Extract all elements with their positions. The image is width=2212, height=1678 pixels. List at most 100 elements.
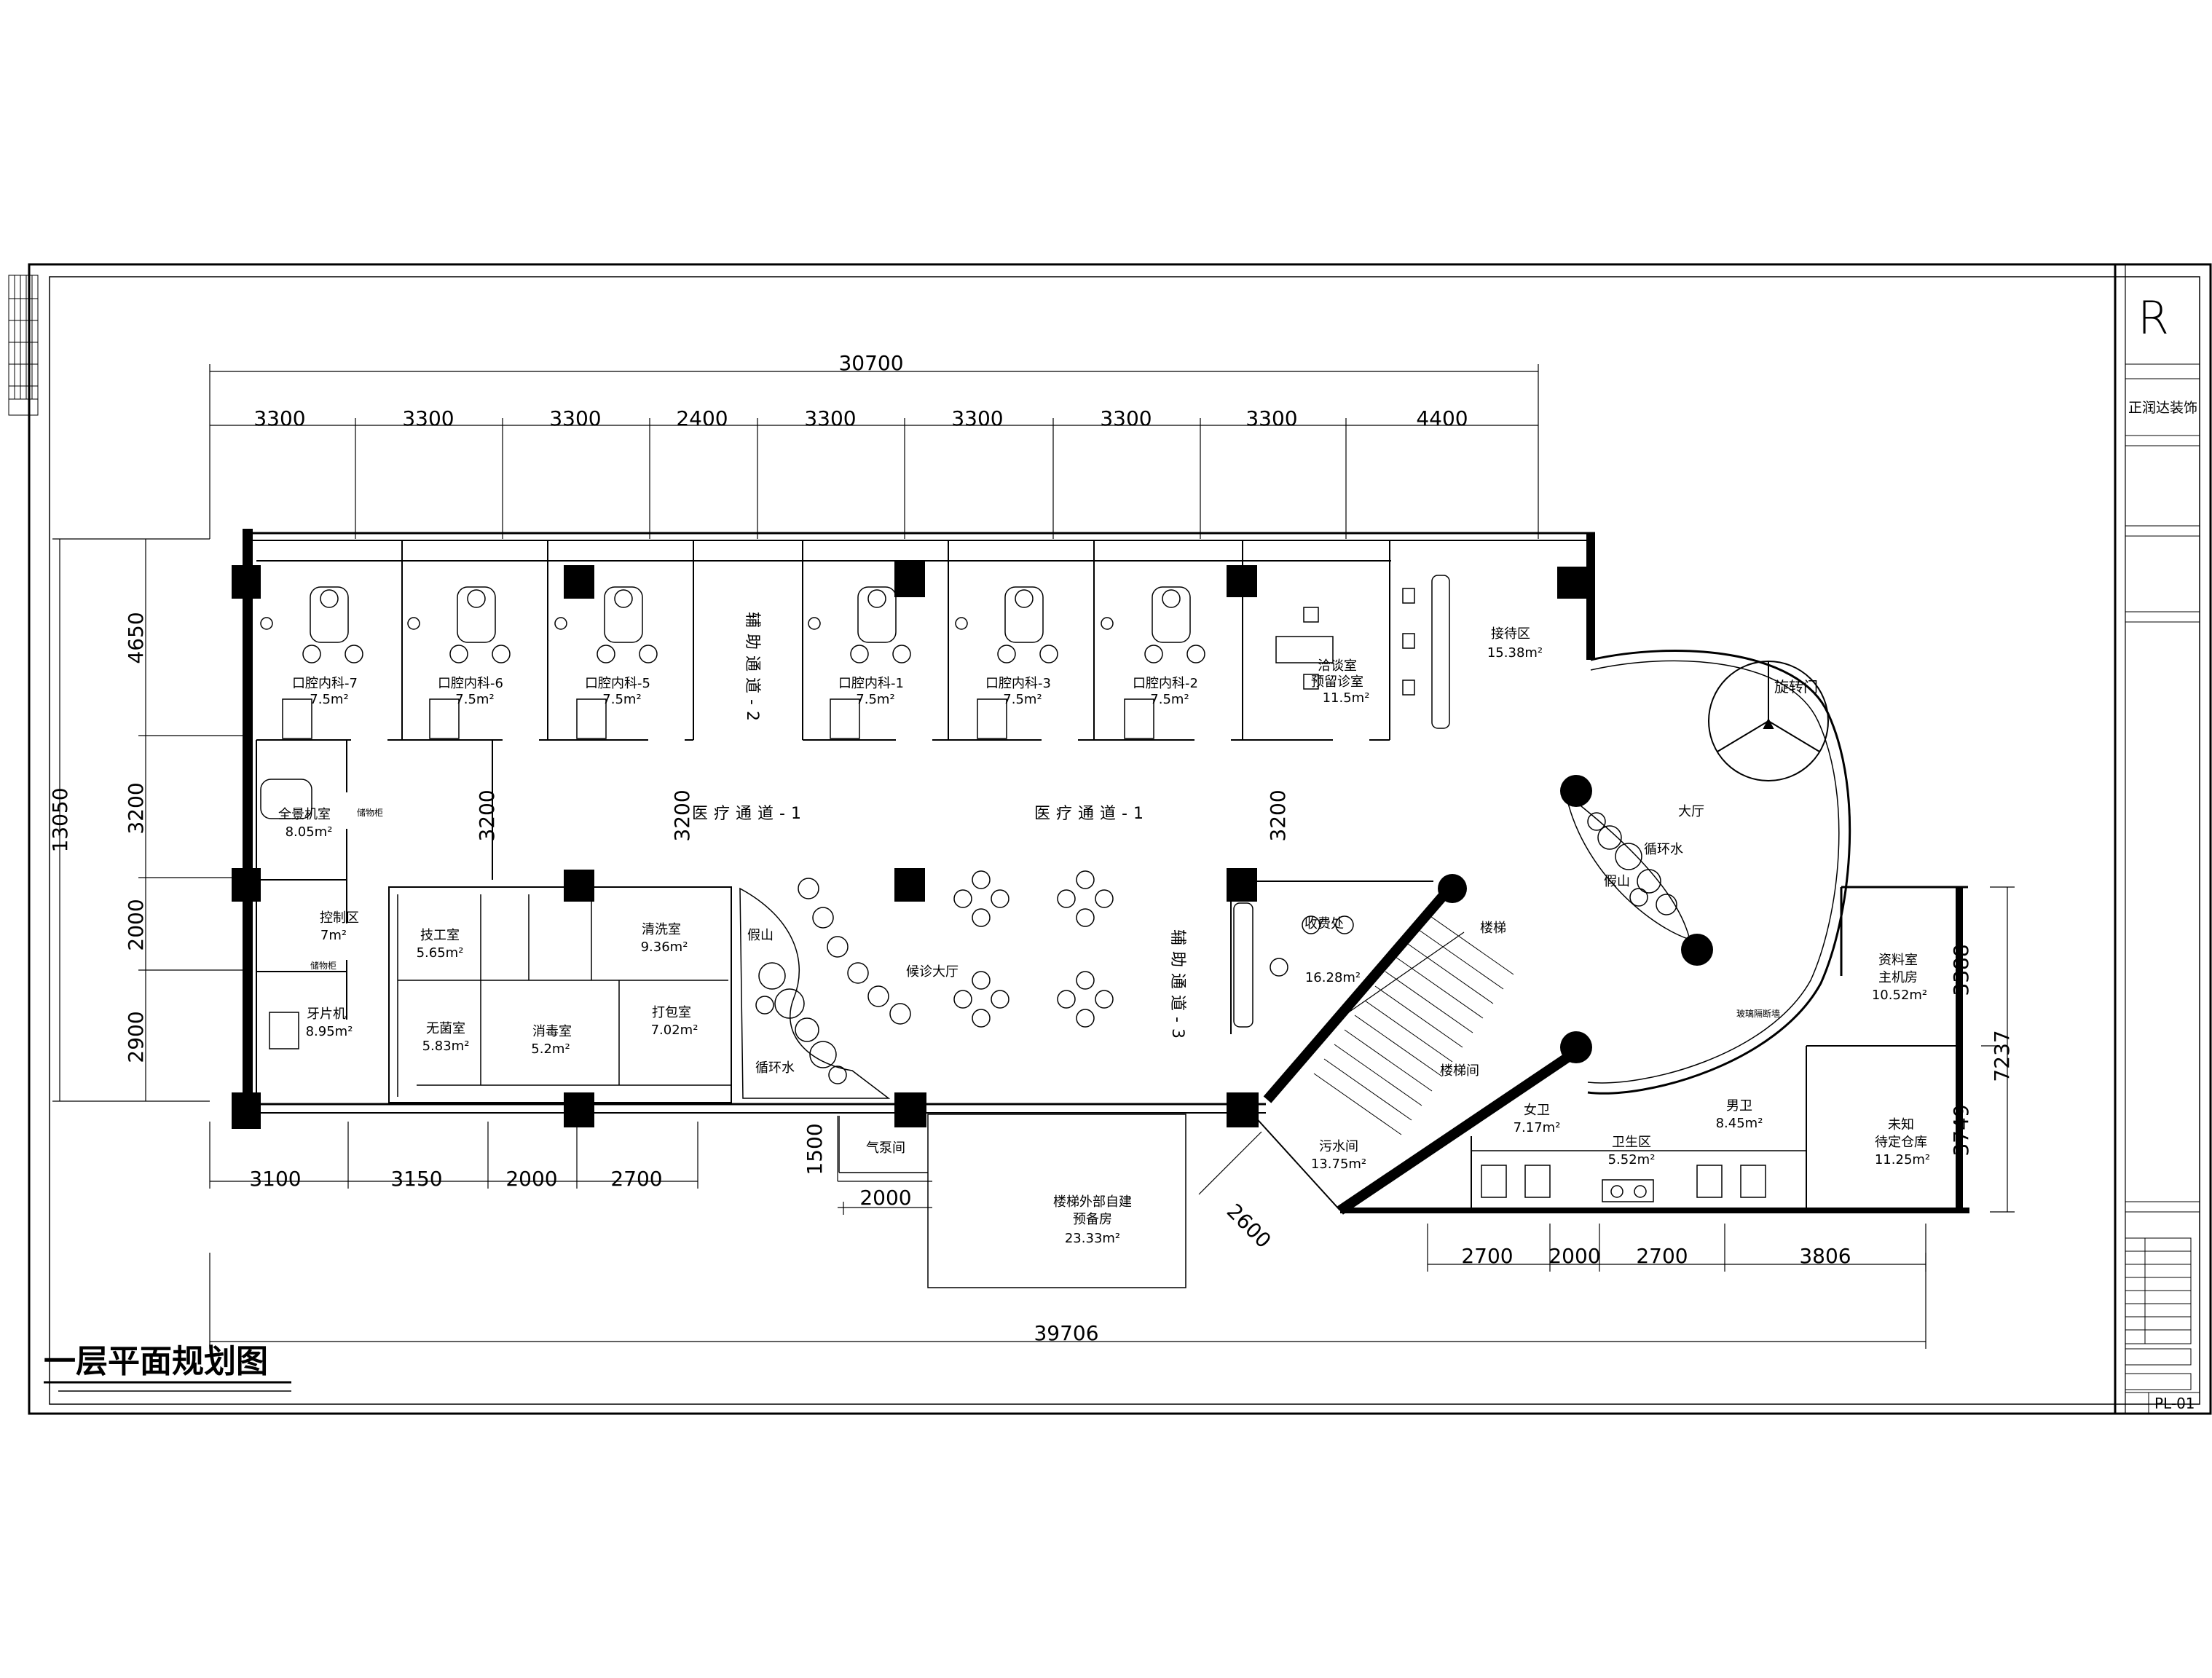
dim-top-7: 3300 (1100, 406, 1152, 430)
lobby-rockery (1564, 792, 1691, 941)
dim-top-4: 2400 (676, 406, 728, 430)
dim-air-w: 2000 (859, 1186, 911, 1210)
room-records-sub: 主机房 (1878, 970, 1918, 985)
small-notes: 储物柜 储物柜 玻璃隔断墙 (310, 807, 1780, 1019)
room-waiting-hall: 候诊大厅 (906, 964, 959, 980)
dim-right-total: 7237 (1990, 1030, 2014, 1082)
corridor-aux-3: 辅助通道-3 (1168, 929, 1186, 1044)
room-dental-1-area: 7.5m² (856, 692, 894, 707)
room-dental-7-area: 7.5m² (310, 692, 348, 707)
dim-diagonal: 2600 (1222, 1199, 1276, 1253)
room-female-wc: 女卫 (1524, 1103, 1550, 1118)
room-dental-3-area: 7.5m² (1003, 692, 1042, 707)
dim-top-9: 4400 (1416, 406, 1468, 430)
room-reception: 接待区 (1491, 626, 1530, 642)
dim-left-total: 13050 (48, 787, 72, 852)
dim-top-1: 3300 (253, 406, 305, 430)
room-gas: 气泵间 (866, 1141, 905, 1156)
furniture (260, 575, 1766, 1202)
room-consult-area: 11.5m² (1323, 690, 1370, 706)
dim-top-5: 3300 (804, 406, 856, 430)
room-dental-6-area: 7.5m² (455, 692, 494, 707)
room-dental-1: 口腔内科-1 (838, 676, 904, 691)
room-stair-room: 楼梯间 (1440, 1063, 1479, 1079)
room-records: 资料室 (1878, 953, 1918, 968)
dim-top-8: 3300 (1245, 406, 1297, 430)
title-block (2125, 363, 2200, 1414)
room-cashier: 收费处 (1304, 916, 1344, 931)
room-outside-store: 楼梯外部自建 (1053, 1194, 1132, 1210)
dim-br-1: 2700 (1461, 1244, 1513, 1268)
dim-top-total: 30700 (838, 351, 903, 375)
dental-chair-icon (310, 586, 1191, 643)
room-outside-store-sub: 预备房 (1073, 1212, 1112, 1227)
dim-bottom-3: 2000 (505, 1167, 557, 1191)
dim-br-4: 3806 (1799, 1244, 1851, 1268)
dim-interior-1: 3200 (475, 789, 499, 841)
dim-air-h: 1500 (803, 1123, 827, 1175)
stair-treads (1313, 913, 1514, 1135)
note-glass-wall: 玻璃隔断墙 (1736, 1008, 1780, 1019)
room-labels: 口腔内科-7 7.5m² 口腔内科-6 7.5m² 口腔内科-5 7.5m² 口… (278, 626, 1930, 1246)
dim-top-3: 3300 (549, 406, 601, 430)
room-cleaning: 清洗室 (642, 922, 681, 937)
dim-bottom-1: 3100 (249, 1167, 301, 1191)
room-sanitary-area: 5.52m² (1608, 1152, 1656, 1167)
dim-br-2: 2000 (1548, 1244, 1600, 1268)
room-rockery-1: 假山 (1604, 874, 1630, 889)
dim-interior-2: 3200 (670, 789, 694, 841)
room-control-area: 7m² (320, 928, 347, 943)
room-loop-water-2: 循环水 (755, 1060, 795, 1076)
room-cashier-area: 16.28m² (1305, 970, 1361, 985)
room-rockery-2: 假山 (747, 928, 774, 943)
room-dental-2-area: 7.5m² (1150, 692, 1189, 707)
room-dental-5-area: 7.5m² (602, 692, 641, 707)
revision-strip (8, 275, 39, 416)
drawing-title: 一层平面规划图 (44, 1343, 268, 1380)
room-dental-6: 口腔内科-6 (438, 676, 503, 691)
room-panoramic-area: 8.05m² (286, 824, 333, 840)
dim-bottom-total: 39706 (1034, 1321, 1098, 1345)
corridor-medical-1b: 医疗通道-1 (1034, 805, 1149, 823)
note-cabinet-1: 储物柜 (357, 807, 383, 818)
room-outside-store-area: 23.33m² (1065, 1231, 1120, 1246)
dim-bottom-4: 2700 (610, 1167, 662, 1191)
room-unknown-area: 11.25m² (1875, 1152, 1930, 1167)
sheet-frame (28, 263, 2212, 1415)
dim-top-6: 3300 (951, 406, 1003, 430)
room-packing-area: 7.02m² (651, 1023, 698, 1038)
room-loop-water-1: 循环水 (1644, 842, 1683, 857)
room-reception-area: 15.38m² (1487, 645, 1543, 661)
room-male-wc: 男卫 (1726, 1098, 1752, 1114)
room-sewage-area: 13.75m² (1311, 1157, 1366, 1172)
room-stairs: 楼梯 (1480, 921, 1506, 936)
room-sterile-area: 5.83m² (422, 1039, 470, 1054)
dim-br-3: 2700 (1636, 1244, 1688, 1268)
lobby-curve (1587, 650, 1851, 1095)
corridor-aux-2: 辅助通道-2 (743, 612, 761, 727)
room-cleaning-area: 9.36m² (641, 940, 688, 955)
waiting-rockery (739, 887, 891, 1099)
room-lobby: 大厅 (1678, 804, 1704, 819)
room-unknown: 未知 (1888, 1117, 1914, 1133)
room-unknown-sub: 待定仓库 (1875, 1135, 1927, 1150)
room-tech: 技工室 (420, 928, 460, 943)
room-sanitary: 卫生区 (1612, 1135, 1651, 1150)
room-female-wc-area: 7.17m² (1514, 1120, 1561, 1135)
revolving-door-icon (1708, 661, 1829, 781)
structural-columns (232, 561, 1713, 1129)
room-packing: 打包室 (652, 1005, 691, 1020)
dimension-lines (52, 364, 2015, 1349)
dim-top-2: 3300 (402, 406, 454, 430)
room-sterile: 无菌室 (426, 1021, 465, 1036)
company-name: 正润达装饰 (2128, 400, 2197, 416)
dim-left-2: 3200 (124, 782, 148, 834)
sheet-number: PL-01 (2154, 1395, 2195, 1412)
revolving-door-label: 旋转门 (1774, 678, 1818, 696)
room-sewage: 污水间 (1319, 1139, 1358, 1154)
dim-left-3: 2000 (124, 899, 148, 950)
room-tech-area: 5.65m² (417, 945, 464, 961)
room-disinfect: 消毒室 (532, 1024, 572, 1039)
